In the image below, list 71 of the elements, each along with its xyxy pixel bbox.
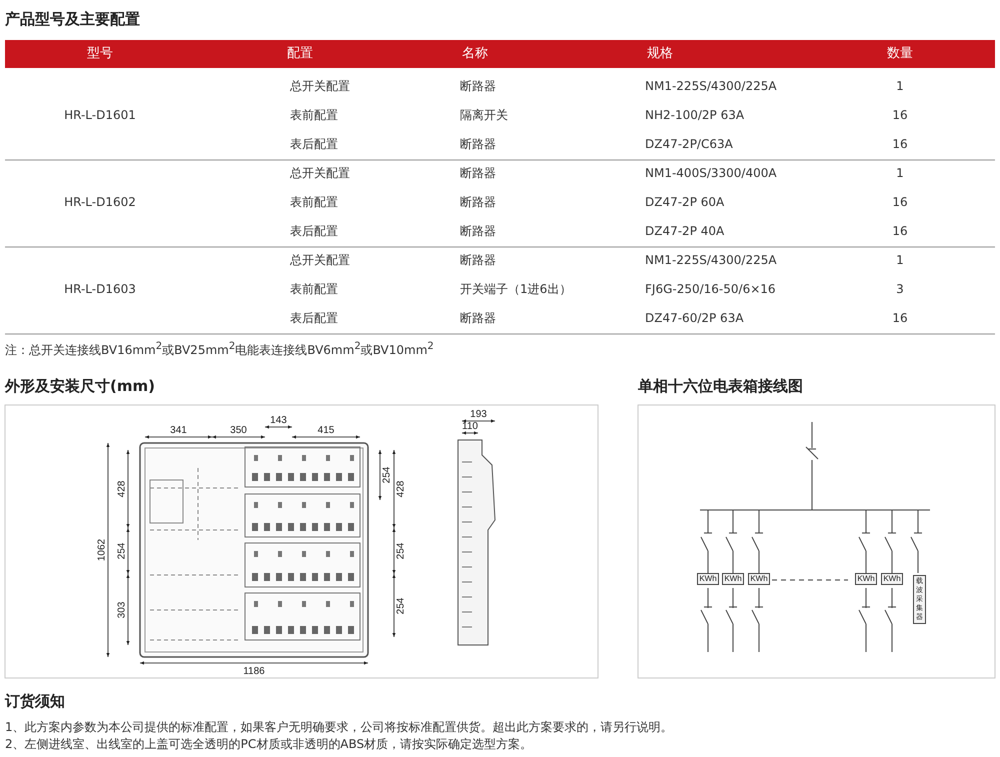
table-cell: 断路器 xyxy=(460,224,496,238)
dimension-label: 341 xyxy=(170,425,187,436)
table-cell: 1 xyxy=(896,79,904,93)
section-heading: 订货须知 xyxy=(5,692,65,710)
table-cell: NM1-225S/4300/225A xyxy=(645,253,777,267)
footnote: 注：总开关连接线BV16mm$^{2}$或BV25mm$^{2}$电能表连接线BV6mm$^{2}$或BV10mm$^{2}$ xyxy=(5,340,434,357)
table-cell: DZ47-60/2P 63A xyxy=(645,311,744,325)
dimension-label: 110 xyxy=(462,421,478,432)
dimension-label: 350 xyxy=(230,425,247,436)
table-cell: 开关端子（1进6出） xyxy=(460,282,572,296)
note-text: 1、此方案内参数为本公司提供的标准配置，如果客户无明确要求，公司将按标准配置供货。超出此方案要求的，请另行说明。 xyxy=(5,720,673,734)
table-cell: 16 xyxy=(892,137,908,151)
electricity-meter: KWh xyxy=(881,573,903,585)
table-cell: 16 xyxy=(892,224,908,238)
table-cell: 表后配置 xyxy=(290,224,338,238)
table-cell: 1 xyxy=(896,253,904,267)
table-cell: 断路器 xyxy=(460,195,496,209)
column-header: 型号 xyxy=(87,47,113,61)
column-header: 规格 xyxy=(647,47,673,61)
electricity-meter: KWh xyxy=(722,573,744,585)
table-cell: 断路器 xyxy=(460,79,496,93)
dimension-label: 415 xyxy=(318,425,334,436)
table-cell: 断路器 xyxy=(460,166,496,180)
table-cell: 隔离开关 xyxy=(460,108,508,122)
table-cell: 断路器 xyxy=(460,137,496,151)
table-cell: 16 xyxy=(892,108,908,122)
section-heading: 外形及安装尺寸(mm) xyxy=(5,377,155,395)
table-cell: 总开关配置 xyxy=(290,166,350,180)
column-header: 数量 xyxy=(887,47,913,61)
dimension-label: 254 xyxy=(396,597,406,614)
table-cell: 表前配置 xyxy=(290,282,338,296)
table-cell: 表后配置 xyxy=(290,137,338,151)
table-cell: 总开关配置 xyxy=(290,253,350,267)
table-cell: NM1-225S/4300/225A xyxy=(645,79,777,93)
electricity-meter: KWh xyxy=(748,573,770,585)
dimension-label: 428 xyxy=(396,480,406,498)
column-header: 名称 xyxy=(462,47,488,61)
table-cell: 断路器 xyxy=(460,253,496,267)
table-cell: DZ47-2P 40A xyxy=(645,224,724,238)
table-cell: 断路器 xyxy=(460,311,496,325)
table-cell: DZ47-2P/C63A xyxy=(645,137,733,151)
dimension-label: 193 xyxy=(470,409,487,420)
electricity-meter: KWh xyxy=(855,573,877,585)
table-cell: HR-L-D1602 xyxy=(64,195,136,209)
column-header: 配置 xyxy=(287,47,313,61)
dimension-label: 254 xyxy=(382,466,392,484)
dimension-label: 1062 xyxy=(96,538,108,562)
table-cell: 表前配置 xyxy=(290,108,338,122)
table-cell: HR-L-D1601 xyxy=(64,108,136,122)
table-cell: 总开关配置 xyxy=(290,79,350,93)
table-cell: FJ6G-250/16-50/6×16 xyxy=(645,282,776,296)
table-cell: 表前配置 xyxy=(290,195,338,209)
table-cell: DZ47-2P 60A xyxy=(645,195,724,209)
dimension-label: 254 xyxy=(396,542,406,560)
dimension-label: 1186 xyxy=(243,666,265,677)
table-cell: HR-L-D1603 xyxy=(64,282,136,296)
table-cell: NM1-400S/3300/400A xyxy=(645,166,777,180)
table-cell: 16 xyxy=(892,311,908,325)
dimension-label: 303 xyxy=(116,601,128,618)
table-cell: 3 xyxy=(896,282,904,296)
section-heading: 单相十六位电表箱接线图 xyxy=(638,377,803,395)
table-cell: 表后配置 xyxy=(290,311,338,325)
dimension-label: 428 xyxy=(116,480,128,498)
note-text: 2、左侧进线室、出线室的上盖可选全透明的PC材质或非透明的ABS材质，请按实际确定选型方案。 xyxy=(5,737,532,751)
dimension-label: 143 xyxy=(270,415,287,426)
table-cell: 16 xyxy=(892,195,908,209)
section-heading: 产品型号及主要配置 xyxy=(5,10,140,28)
dimension-label: 254 xyxy=(116,542,128,560)
electricity-meter: KWh xyxy=(697,573,719,585)
table-cell: NH2-100/2P 63A xyxy=(645,108,744,122)
table-cell: 1 xyxy=(896,166,904,180)
